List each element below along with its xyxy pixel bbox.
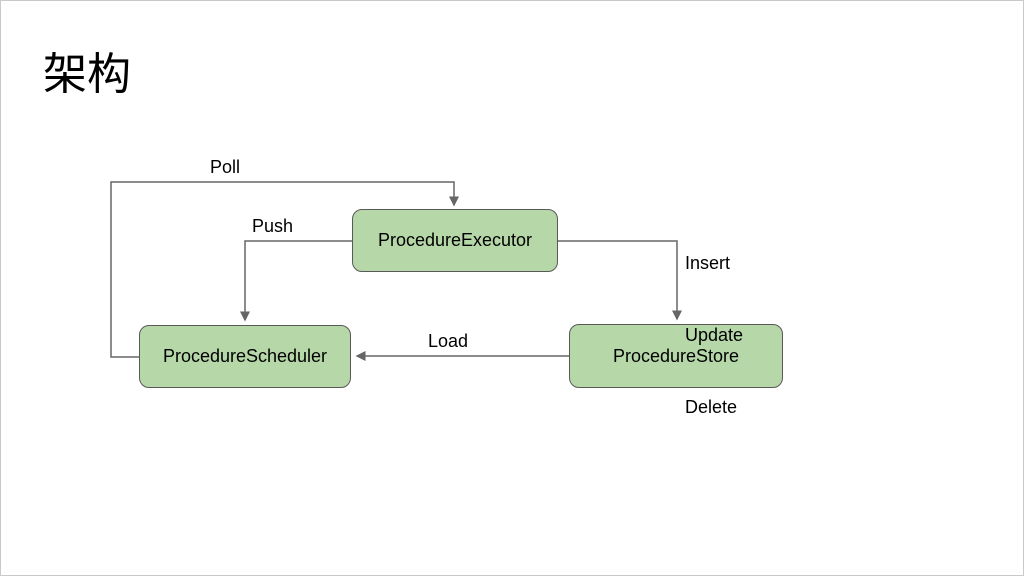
node-procedure-store-label: ProcedureStore — [612, 345, 740, 366]
edge-label-update: Update — [685, 325, 744, 345]
poll-arrow — [110, 181, 459, 358]
edge-label-delete: Delete — [685, 397, 738, 417]
edge-label-insert: Insert — [685, 253, 731, 273]
push-arrow — [240, 240, 352, 322]
edge-label-push: Push — [252, 216, 294, 236]
node-procedure-executor: ProcedureExecutor — [352, 209, 558, 272]
node-procedure-store: ProcedureStore — [569, 324, 783, 388]
node-procedure-scheduler: ProcedureScheduler — [139, 325, 351, 388]
edge-label-load: Load — [428, 331, 469, 351]
insert-update-delete-arrow — [558, 240, 682, 321]
slide-title: 架构 — [43, 49, 131, 100]
edge-label-poll: Poll — [210, 157, 241, 177]
node-procedure-executor-label: ProcedureExecutor — [377, 230, 533, 250]
node-procedure-scheduler-label: ProcedureScheduler — [162, 346, 328, 366]
edge-label-insert-update-delete: Insert Update Delete — [685, 203, 743, 467]
